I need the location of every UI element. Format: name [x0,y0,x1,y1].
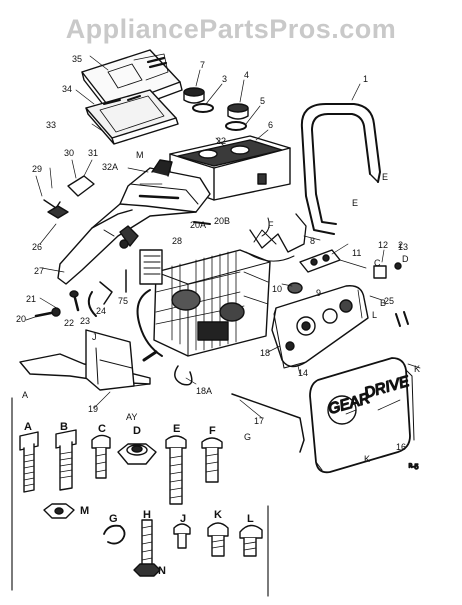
callout-23: 23 [80,316,90,326]
hw-b-label: B [60,421,68,433]
callout-13: 13 [398,242,408,252]
callout-18a: 18A [196,386,212,396]
hw-d-label: D [133,425,141,437]
callout-28: 28 [172,236,182,246]
letter-d: D [402,254,409,264]
letter-f: F [268,220,274,230]
callout-5: 5 [260,96,265,106]
callout-2: 2 [398,240,403,250]
letter-ay: AY [126,412,137,422]
letter-m: M [136,150,144,160]
callout-11: 11 [352,248,361,258]
hardware-row-1 [19,429,223,519]
callout-7: 7 [200,60,205,70]
callout-9: 9 [316,288,321,298]
hw-j-label: J [180,513,186,525]
hw-k-label: K [214,509,222,521]
hw-e-label: E [173,423,180,435]
hw-c-label: C [98,423,106,435]
handle-bar [300,103,381,235]
bar-guide [19,329,151,391]
gear-drive-cover [309,357,415,474]
callout-3: 3 [222,74,227,84]
hw-l-label: L [247,513,254,525]
letter-c: C [374,258,381,268]
hw-f-label: F [209,425,216,437]
chain-plate [271,285,369,369]
callout-20b: 20B [214,216,230,226]
callout-26: 26 [32,242,42,252]
callout-4: 4 [244,70,249,80]
hw-a-label: A [24,421,32,433]
callout-6: 6 [268,120,273,130]
letter-e-2: E [352,198,358,208]
callout-12: 12 [378,240,388,250]
letter-k-1: K [414,364,420,374]
letter-l: L [372,310,377,320]
hw-g-label: G [109,513,118,525]
callout-30: 30 [64,148,74,158]
fuel-caps [183,87,249,131]
callout-29: 29 [32,164,42,174]
letter-g: G [244,432,251,442]
callout-31: 31 [88,148,98,158]
letter-a: A [22,390,28,400]
callout-27: 27 [34,266,44,276]
callout-22-top: 22 [216,136,226,146]
callout-20a: 20A [190,220,206,230]
hw-m-label: M [80,505,89,517]
callout-32a: 32A [102,162,118,172]
callout-35: 35 [72,54,82,64]
callout-10: 10 [272,284,282,294]
letter-j: J [92,332,97,342]
hw-h-label: H [143,509,151,521]
callout-25: 25 [384,296,394,306]
callout-19: 19 [88,404,98,414]
watermark: AppliancePartsPros.com [65,14,397,44]
hw-n-label: N [158,565,166,577]
callout-22: 22 [64,318,74,328]
letter-k-2: K [364,454,370,464]
hardware-letters: A B C D E F G H J K L M N [24,421,254,577]
leader-lines [25,55,421,419]
callout-75: 75 [118,296,128,306]
hardware-row-2 [103,519,263,577]
callout-34: 34 [62,84,72,94]
callout-21: 21 [26,294,36,304]
clutch-parts [139,213,402,294]
rear-handle [57,159,211,285]
engine-block [136,249,271,362]
letter-e-1: E [382,172,388,182]
callout-8: 8 [310,236,315,246]
air-filter-cover [81,49,183,145]
callout-labels: 1 2 3 4 5 6 7 8 9 10 11 12 13 14 16 17 1… [16,54,420,464]
callout-16: 16 [396,442,406,452]
callout-14: 14 [298,368,308,378]
callout-33: 33 [46,120,56,130]
callout-17: 17 [254,416,264,426]
callout-1: 1 [363,74,368,84]
callout-20: 20 [16,314,26,324]
letter-b: B [380,298,386,308]
callout-24: 24 [96,306,106,316]
page-code: ᴿ-5 [409,464,418,471]
callout-18: 18 [260,348,270,358]
